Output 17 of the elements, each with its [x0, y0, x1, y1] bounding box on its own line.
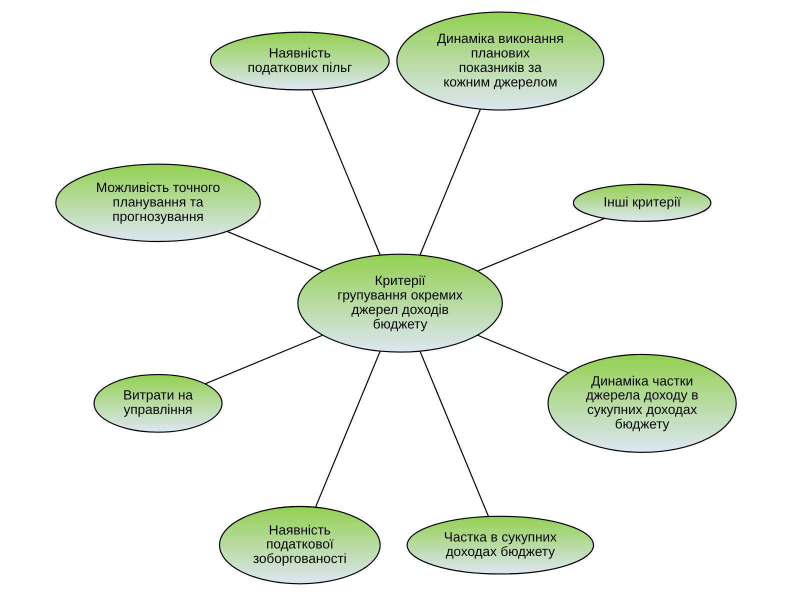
connector — [476, 334, 568, 374]
node-ellipse: Можливість точного планування та прогнозування — [54, 164, 260, 242]
node-ellipse: Динаміка виконання планових показників за кожним джерелом — [396, 12, 604, 111]
connector — [314, 351, 380, 508]
node-ellipse: Наявність податкової зоборгованості — [218, 506, 380, 584]
node-ellipse: Критерії групування окремих джерел доходів бюджету — [296, 254, 502, 353]
node-ellipse: Інші критерії — [572, 184, 711, 222]
connector — [204, 334, 322, 384]
connector — [476, 218, 604, 272]
connector — [418, 351, 488, 517]
node-ellipse: Наявність податкових пільг — [209, 32, 390, 90]
connector — [418, 109, 480, 256]
node-ellipse: Динаміка частки джерела доходу в сукупних доходах бюджету — [546, 354, 736, 453]
connector — [310, 90, 380, 256]
connector — [226, 231, 322, 272]
node-ellipse: Частка в сукупних доходах бюджету — [406, 516, 594, 575]
node-ellipse: Витрати на управління — [92, 374, 222, 433]
